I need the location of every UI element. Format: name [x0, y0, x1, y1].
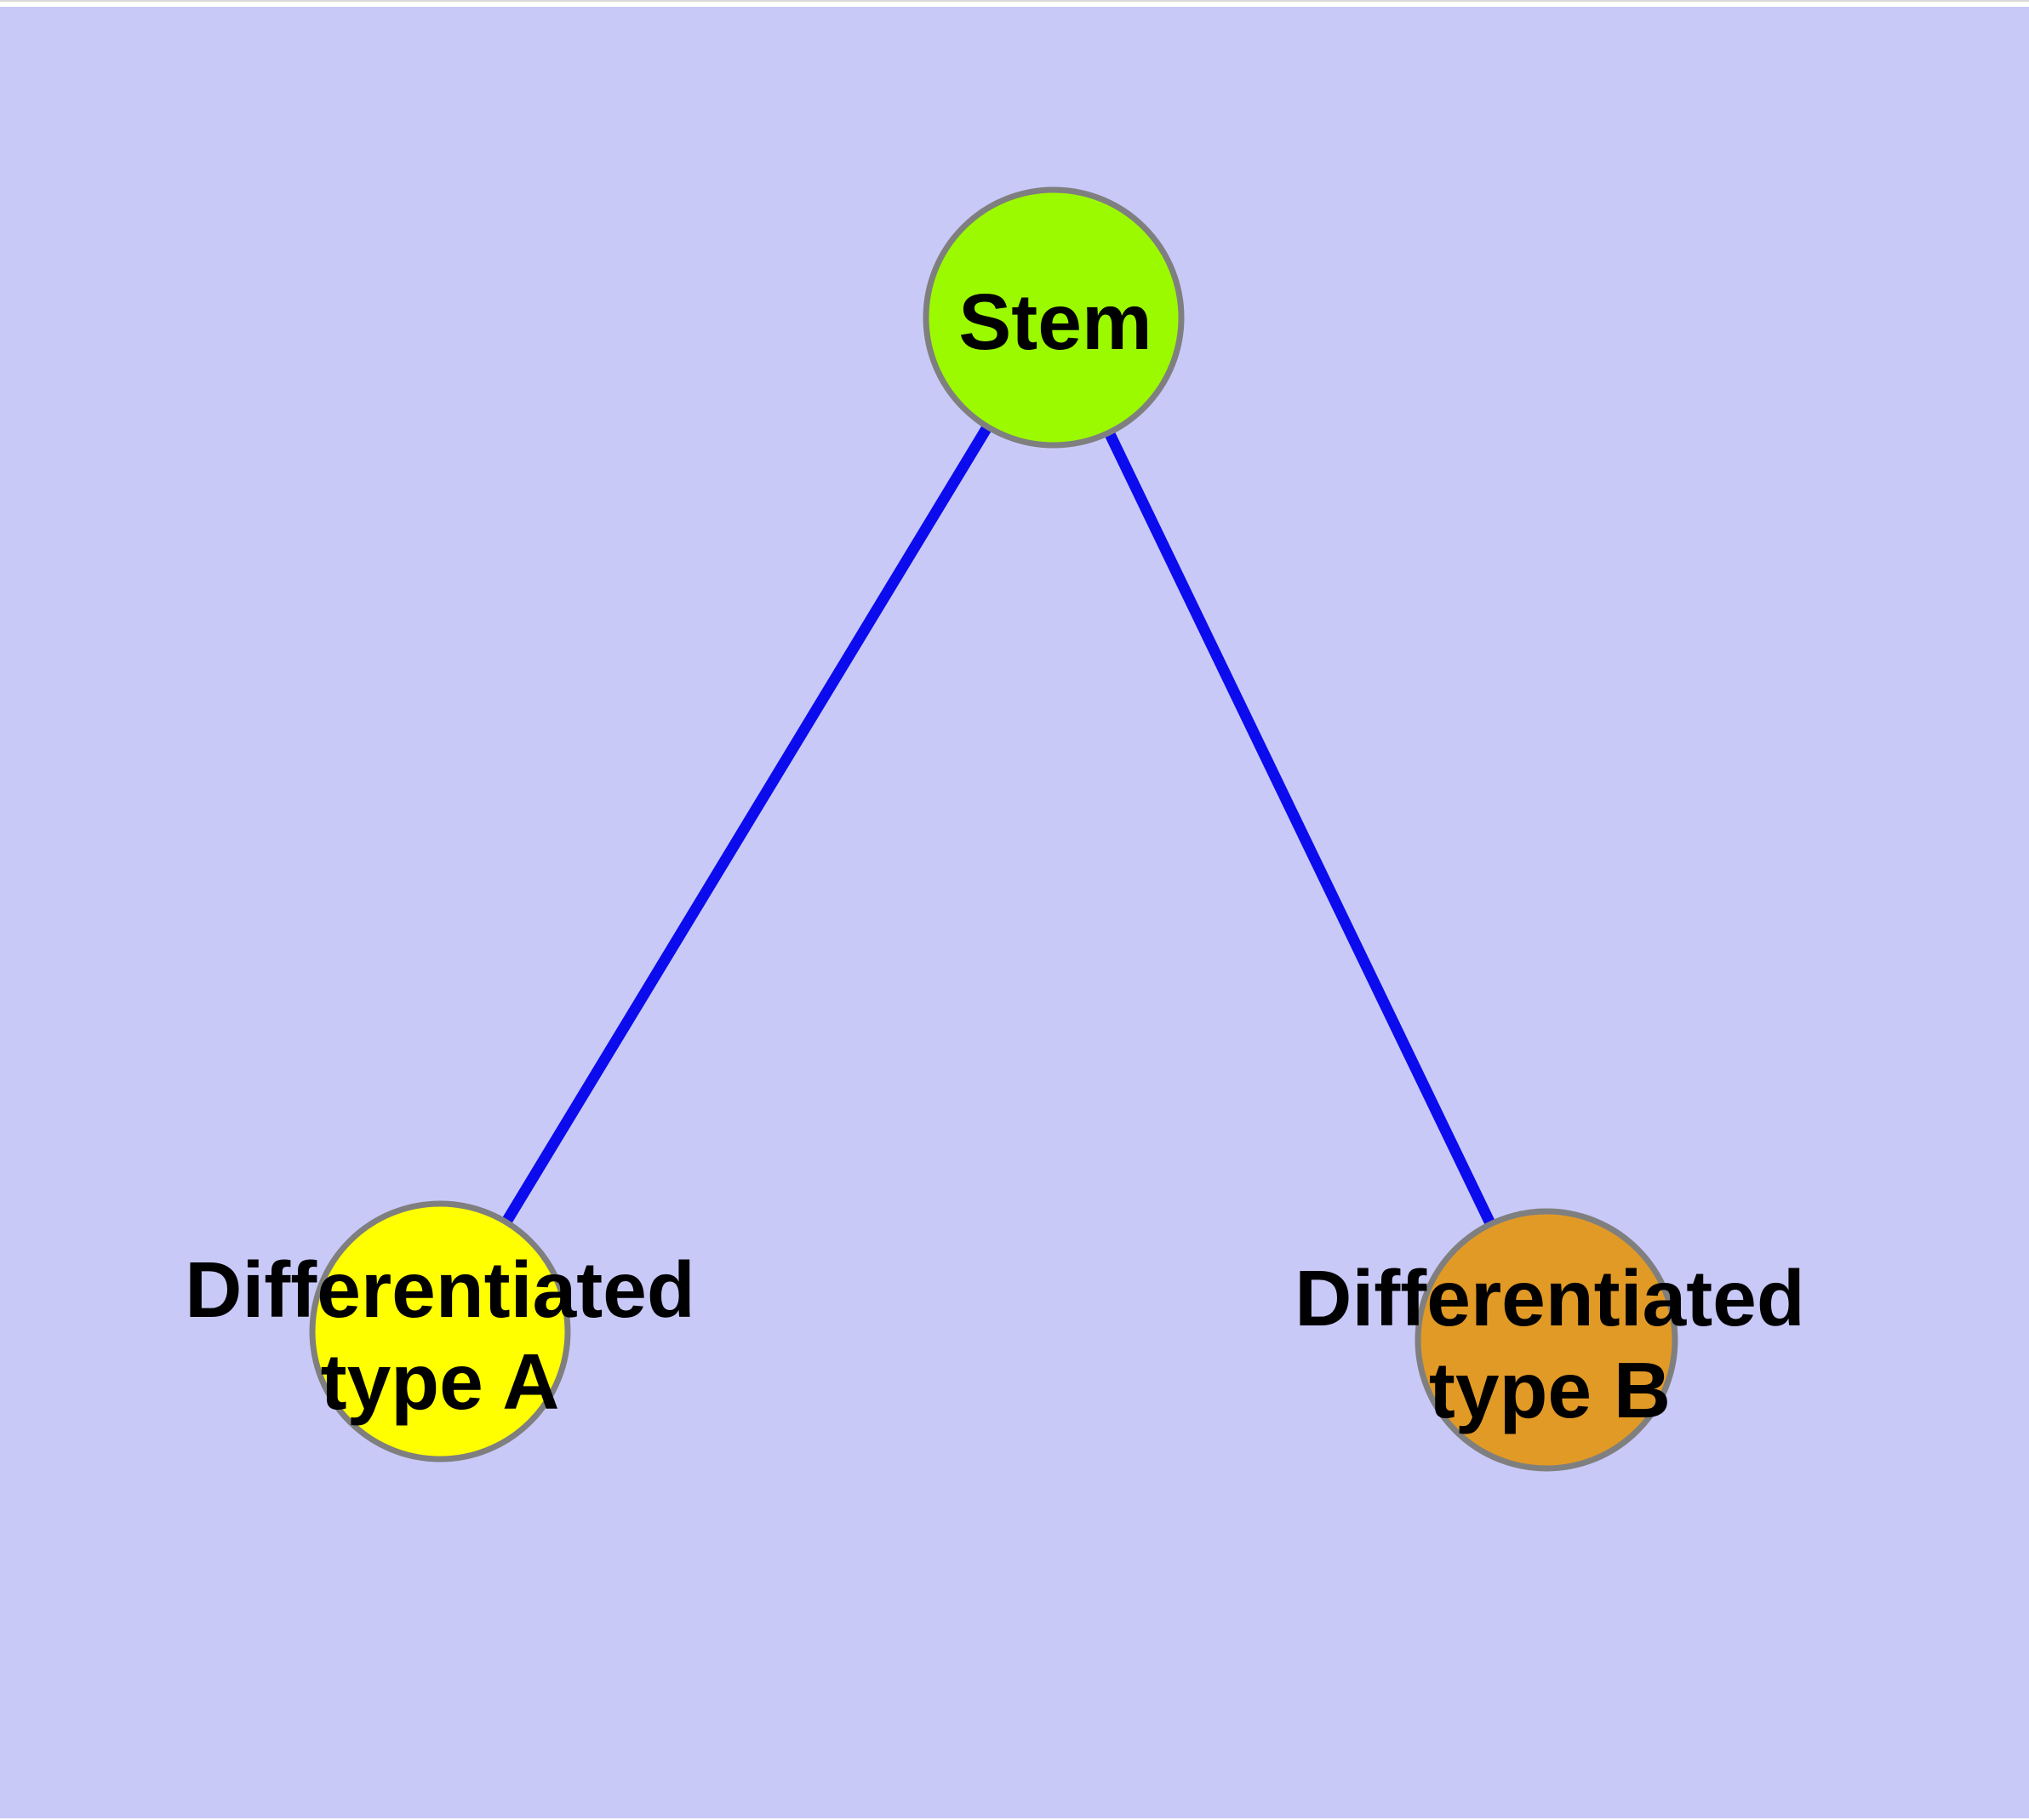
differentiated-type-a-node [309, 1200, 571, 1462]
stem-node-label: Stem [958, 278, 1152, 366]
edge-stem-to-type-a [435, 314, 1059, 1335]
top-rule [0, 0, 2029, 2]
edge-stem-to-type-b [1049, 315, 1552, 1342]
differentiated-type-b-label-line2: type B [1429, 1346, 1671, 1434]
stem-node [923, 186, 1185, 449]
differentiated-type-a-label-line1: Differentiated [185, 1245, 694, 1334]
differentiated-type-b-label-line1: Differentiated [1295, 1254, 1804, 1342]
differentiated-type-b-node [1415, 1208, 1678, 1472]
differentiated-type-a-label-line2: type A [321, 1337, 560, 1426]
